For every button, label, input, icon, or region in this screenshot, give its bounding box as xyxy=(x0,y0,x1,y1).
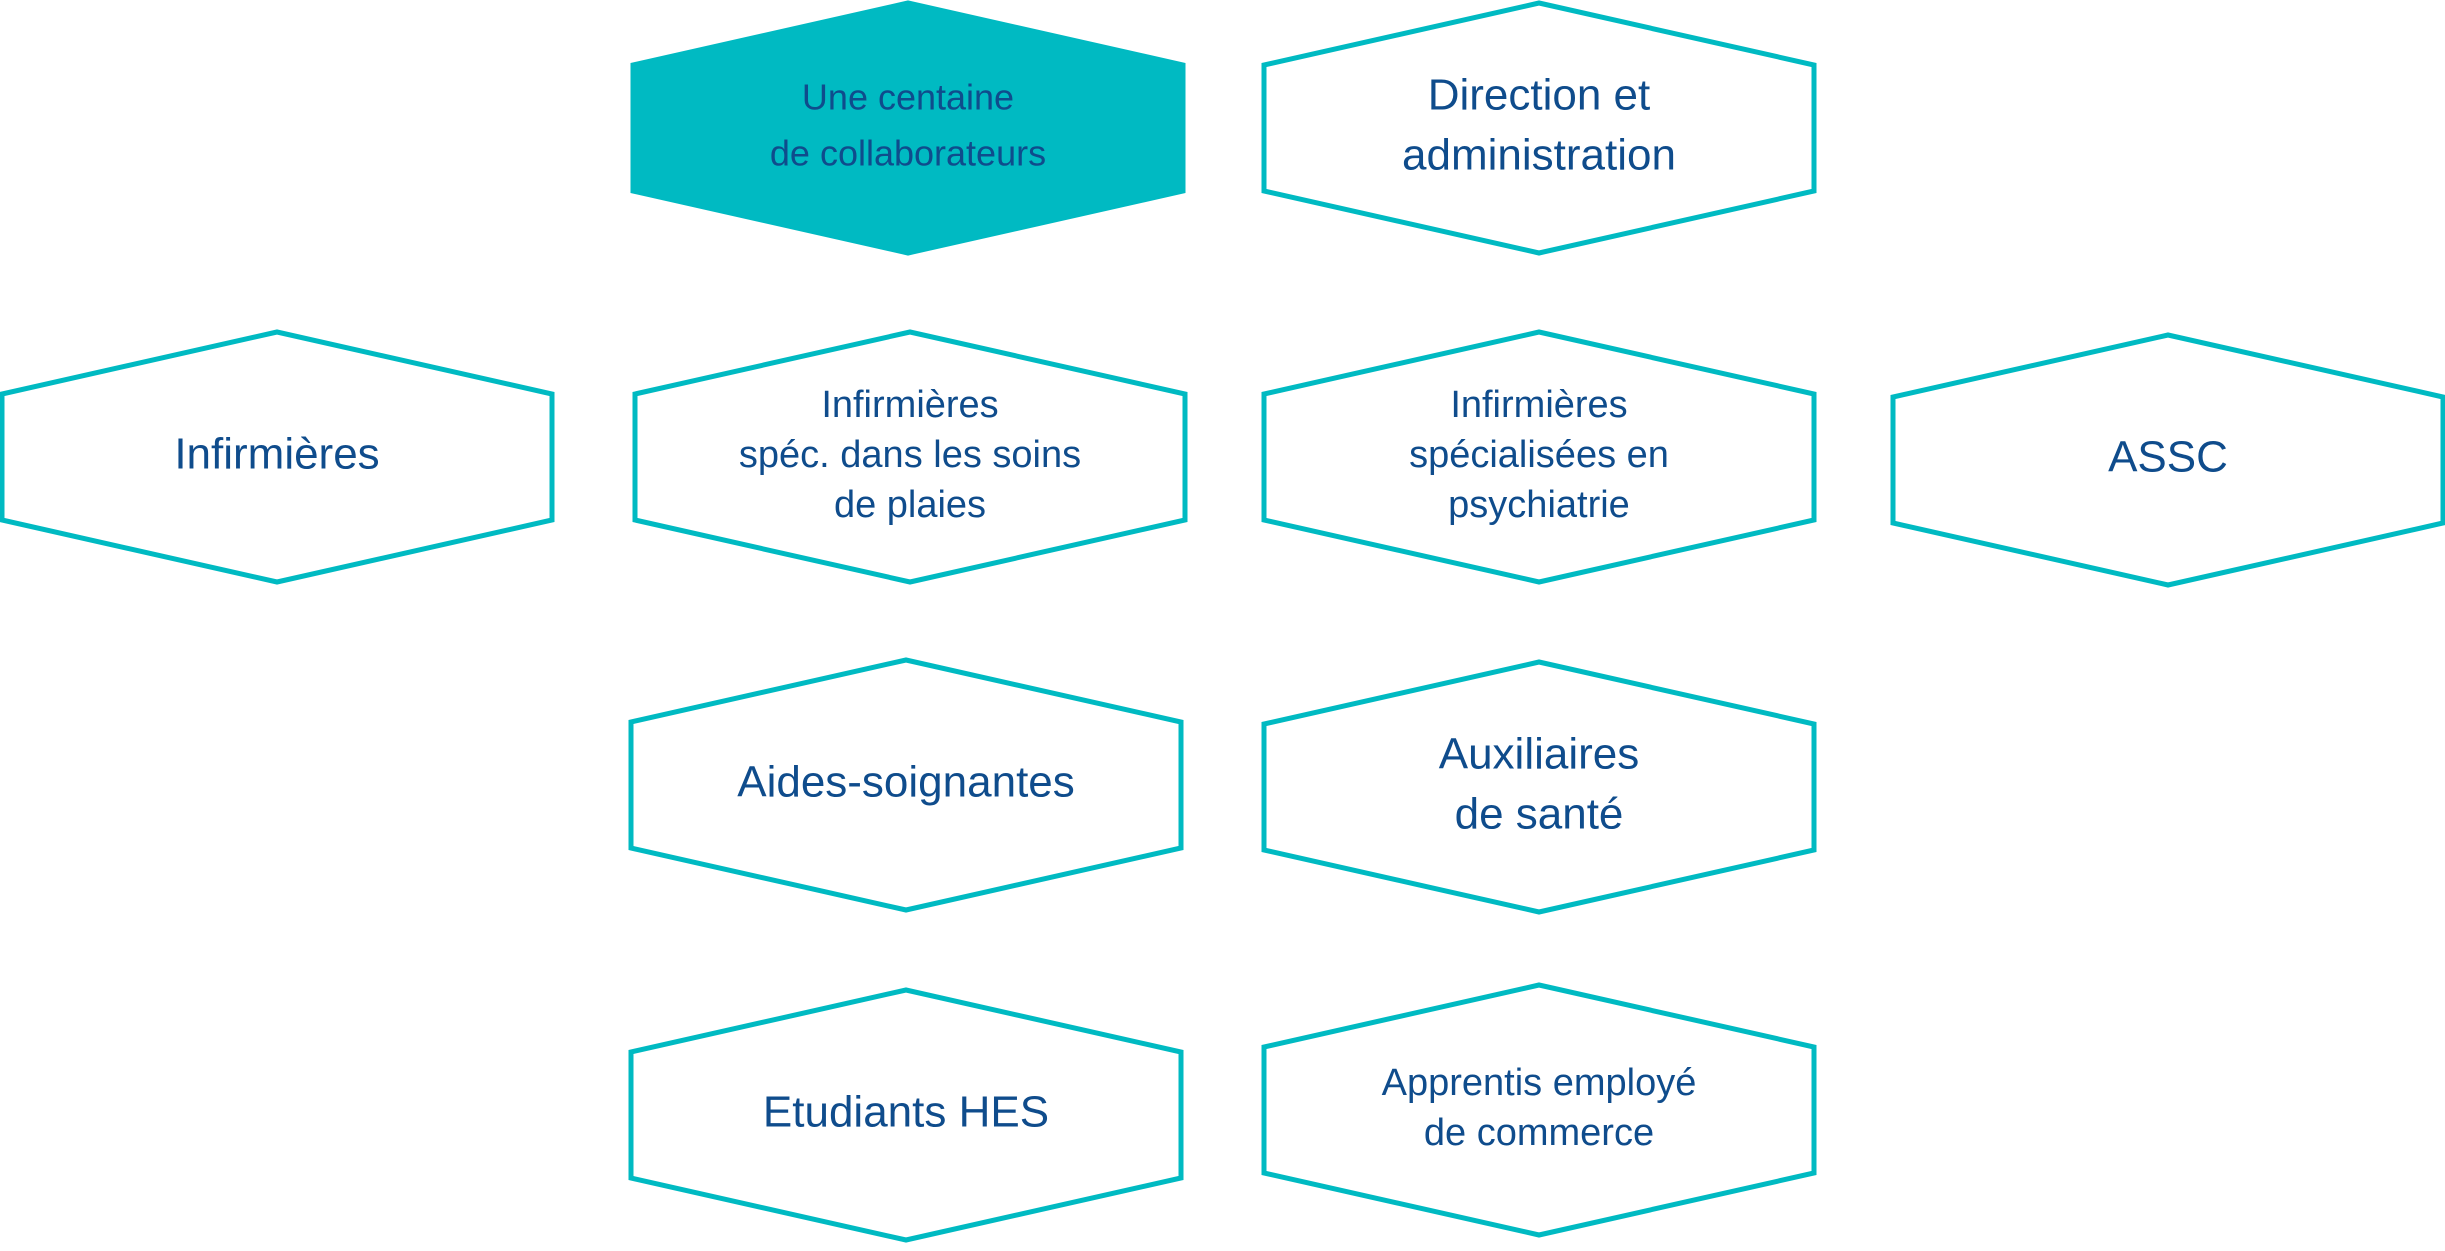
hexagon-shape xyxy=(1261,982,1817,1238)
hexagon-shape xyxy=(628,657,1184,913)
hexagon-label-line: Aides-soignantes xyxy=(737,758,1075,807)
hexagon-node-auxiliaires: Auxiliaires de santé xyxy=(1261,659,1817,915)
hexagon-label-line: ASSC xyxy=(2108,433,2228,482)
hexagon-label-line: de santé xyxy=(1455,790,1624,839)
hexagon-label-line: Auxiliaires xyxy=(1439,730,1640,779)
hexagon-label-line: spéc. dans les soins xyxy=(739,434,1081,476)
hexagon-shape xyxy=(1890,332,2445,588)
hexagon-label-line: de commerce xyxy=(1424,1112,1654,1154)
hexagon-shape xyxy=(1261,0,1817,256)
hexagon-label-line: Direction et xyxy=(1428,71,1651,120)
hexagon-label-line: de plaies xyxy=(834,484,986,526)
hexagon-shape xyxy=(1261,659,1817,915)
hexagon-label-line: Infirmières xyxy=(1450,384,1627,426)
hexagon-shape xyxy=(632,329,1188,585)
hexagon-node-infirmieres: Infirmières xyxy=(0,329,555,585)
hexagon-shape xyxy=(0,329,555,585)
hexagon-node-apprentis: Apprentis employé de commerce xyxy=(1261,982,1817,1238)
hexagon-shape xyxy=(630,0,1186,256)
hexagon-shape xyxy=(1261,329,1817,585)
hexagon-node-aides-soignantes: Aides-soignantes xyxy=(628,657,1184,913)
hexagon-label-line: administration xyxy=(1402,131,1676,180)
hexagon-label-line: Apprentis employé xyxy=(1382,1062,1697,1104)
hexagon-label-line: Infirmières xyxy=(821,384,998,426)
hexagon-node-psychiatrie: Infirmières spécialisées en psychiatrie xyxy=(1261,329,1817,585)
hexagon-label-line: spécialisées en xyxy=(1409,434,1669,476)
hexagon-label-line: Infirmières xyxy=(174,430,379,479)
hexagon-node-assc: ASSC xyxy=(1890,332,2445,588)
hexagon-shape xyxy=(628,987,1184,1243)
hexagon-node-etudiants: Etudiants HES xyxy=(628,987,1184,1243)
hexagon-node-collaborateurs: Une centaine de collaborateurs xyxy=(630,0,1186,256)
hexagon-label-line: de collaborateurs xyxy=(770,133,1046,174)
hexagon-label-line: Une centaine xyxy=(802,77,1014,118)
hexagon-node-soins-plaies: Infirmières spéc. dans les soins de plaies xyxy=(632,329,1188,585)
hexagon-label-line: psychiatrie xyxy=(1448,484,1630,526)
hexagon-node-direction: Direction et administration xyxy=(1261,0,1817,256)
hexagon-label-line: Etudiants HES xyxy=(763,1088,1049,1137)
